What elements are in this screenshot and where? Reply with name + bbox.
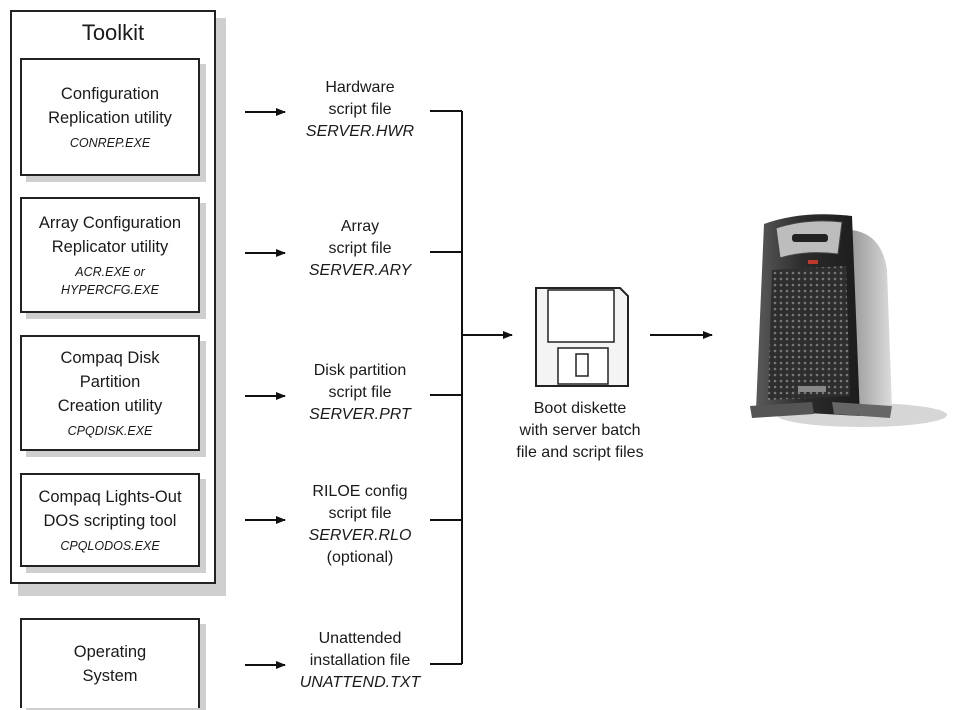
tool-file: CPQLODOS.EXE <box>60 539 160 553</box>
script-note: (optional) <box>326 549 394 566</box>
server-tower-icon <box>750 214 947 427</box>
diskette-caption: Boot diskette with server batch file and… <box>516 400 644 461</box>
tool-label: Configuration Replication utility <box>48 85 172 127</box>
os-label: Operating System <box>73 643 147 685</box>
script-line: Hardware <box>325 79 395 96</box>
toolkit-title: Toolkit <box>81 20 145 45</box>
script-line: script file <box>328 505 392 522</box>
tool-acr-box: Array Configuration Replicator utility A… <box>20 197 200 313</box>
script-line: Disk partition <box>313 362 407 379</box>
script-line: Unattended <box>318 630 402 647</box>
script-line: Array <box>340 218 380 235</box>
script-disk-partition: Disk partition script file SERVER.PRT <box>270 360 450 426</box>
script-file: SERVER.ARY <box>308 262 412 279</box>
script-line: script file <box>328 384 392 401</box>
tool-file: CPQDISK.EXE <box>67 424 153 438</box>
script-hardware: Hardware script file SERVER.HWR <box>270 77 450 143</box>
tool-conrep-box: Configuration Replication utility CONREP… <box>20 58 200 176</box>
script-file: SERVER.PRT <box>309 406 411 423</box>
script-line: script file <box>328 240 392 257</box>
script-file: UNATTEND.TXT <box>299 674 421 691</box>
tool-label: Array Configuration Replicator utility <box>38 214 182 256</box>
script-line: installation file <box>309 652 411 669</box>
tool-cpqdisk-box: Compaq Disk Partition Creation utility C… <box>20 335 200 451</box>
floppy-disk-icon <box>535 287 629 387</box>
script-array: Array script file SERVER.ARY <box>270 216 450 282</box>
operating-system-box: Operating System <box>20 618 200 708</box>
script-riloe: RILOE config script file SERVER.RLO (opt… <box>270 481 450 569</box>
script-line: script file <box>328 101 392 118</box>
script-line: RILOE config <box>312 483 408 500</box>
script-file: SERVER.RLO <box>308 527 412 544</box>
script-file: SERVER.HWR <box>305 123 415 140</box>
tool-cpqlodos-box: Compaq Lights-Out DOS scripting tool CPQ… <box>20 473 200 567</box>
tool-file: ACR.EXE or HYPERCFG.EXE <box>61 265 159 297</box>
script-unattend: Unattended installation file UNATTEND.TX… <box>270 628 450 694</box>
tool-label: Compaq Lights-Out DOS scripting tool <box>38 488 182 530</box>
tool-file: CONREP.EXE <box>69 136 151 150</box>
tool-label: Compaq Disk Partition Creation utility <box>57 349 163 415</box>
